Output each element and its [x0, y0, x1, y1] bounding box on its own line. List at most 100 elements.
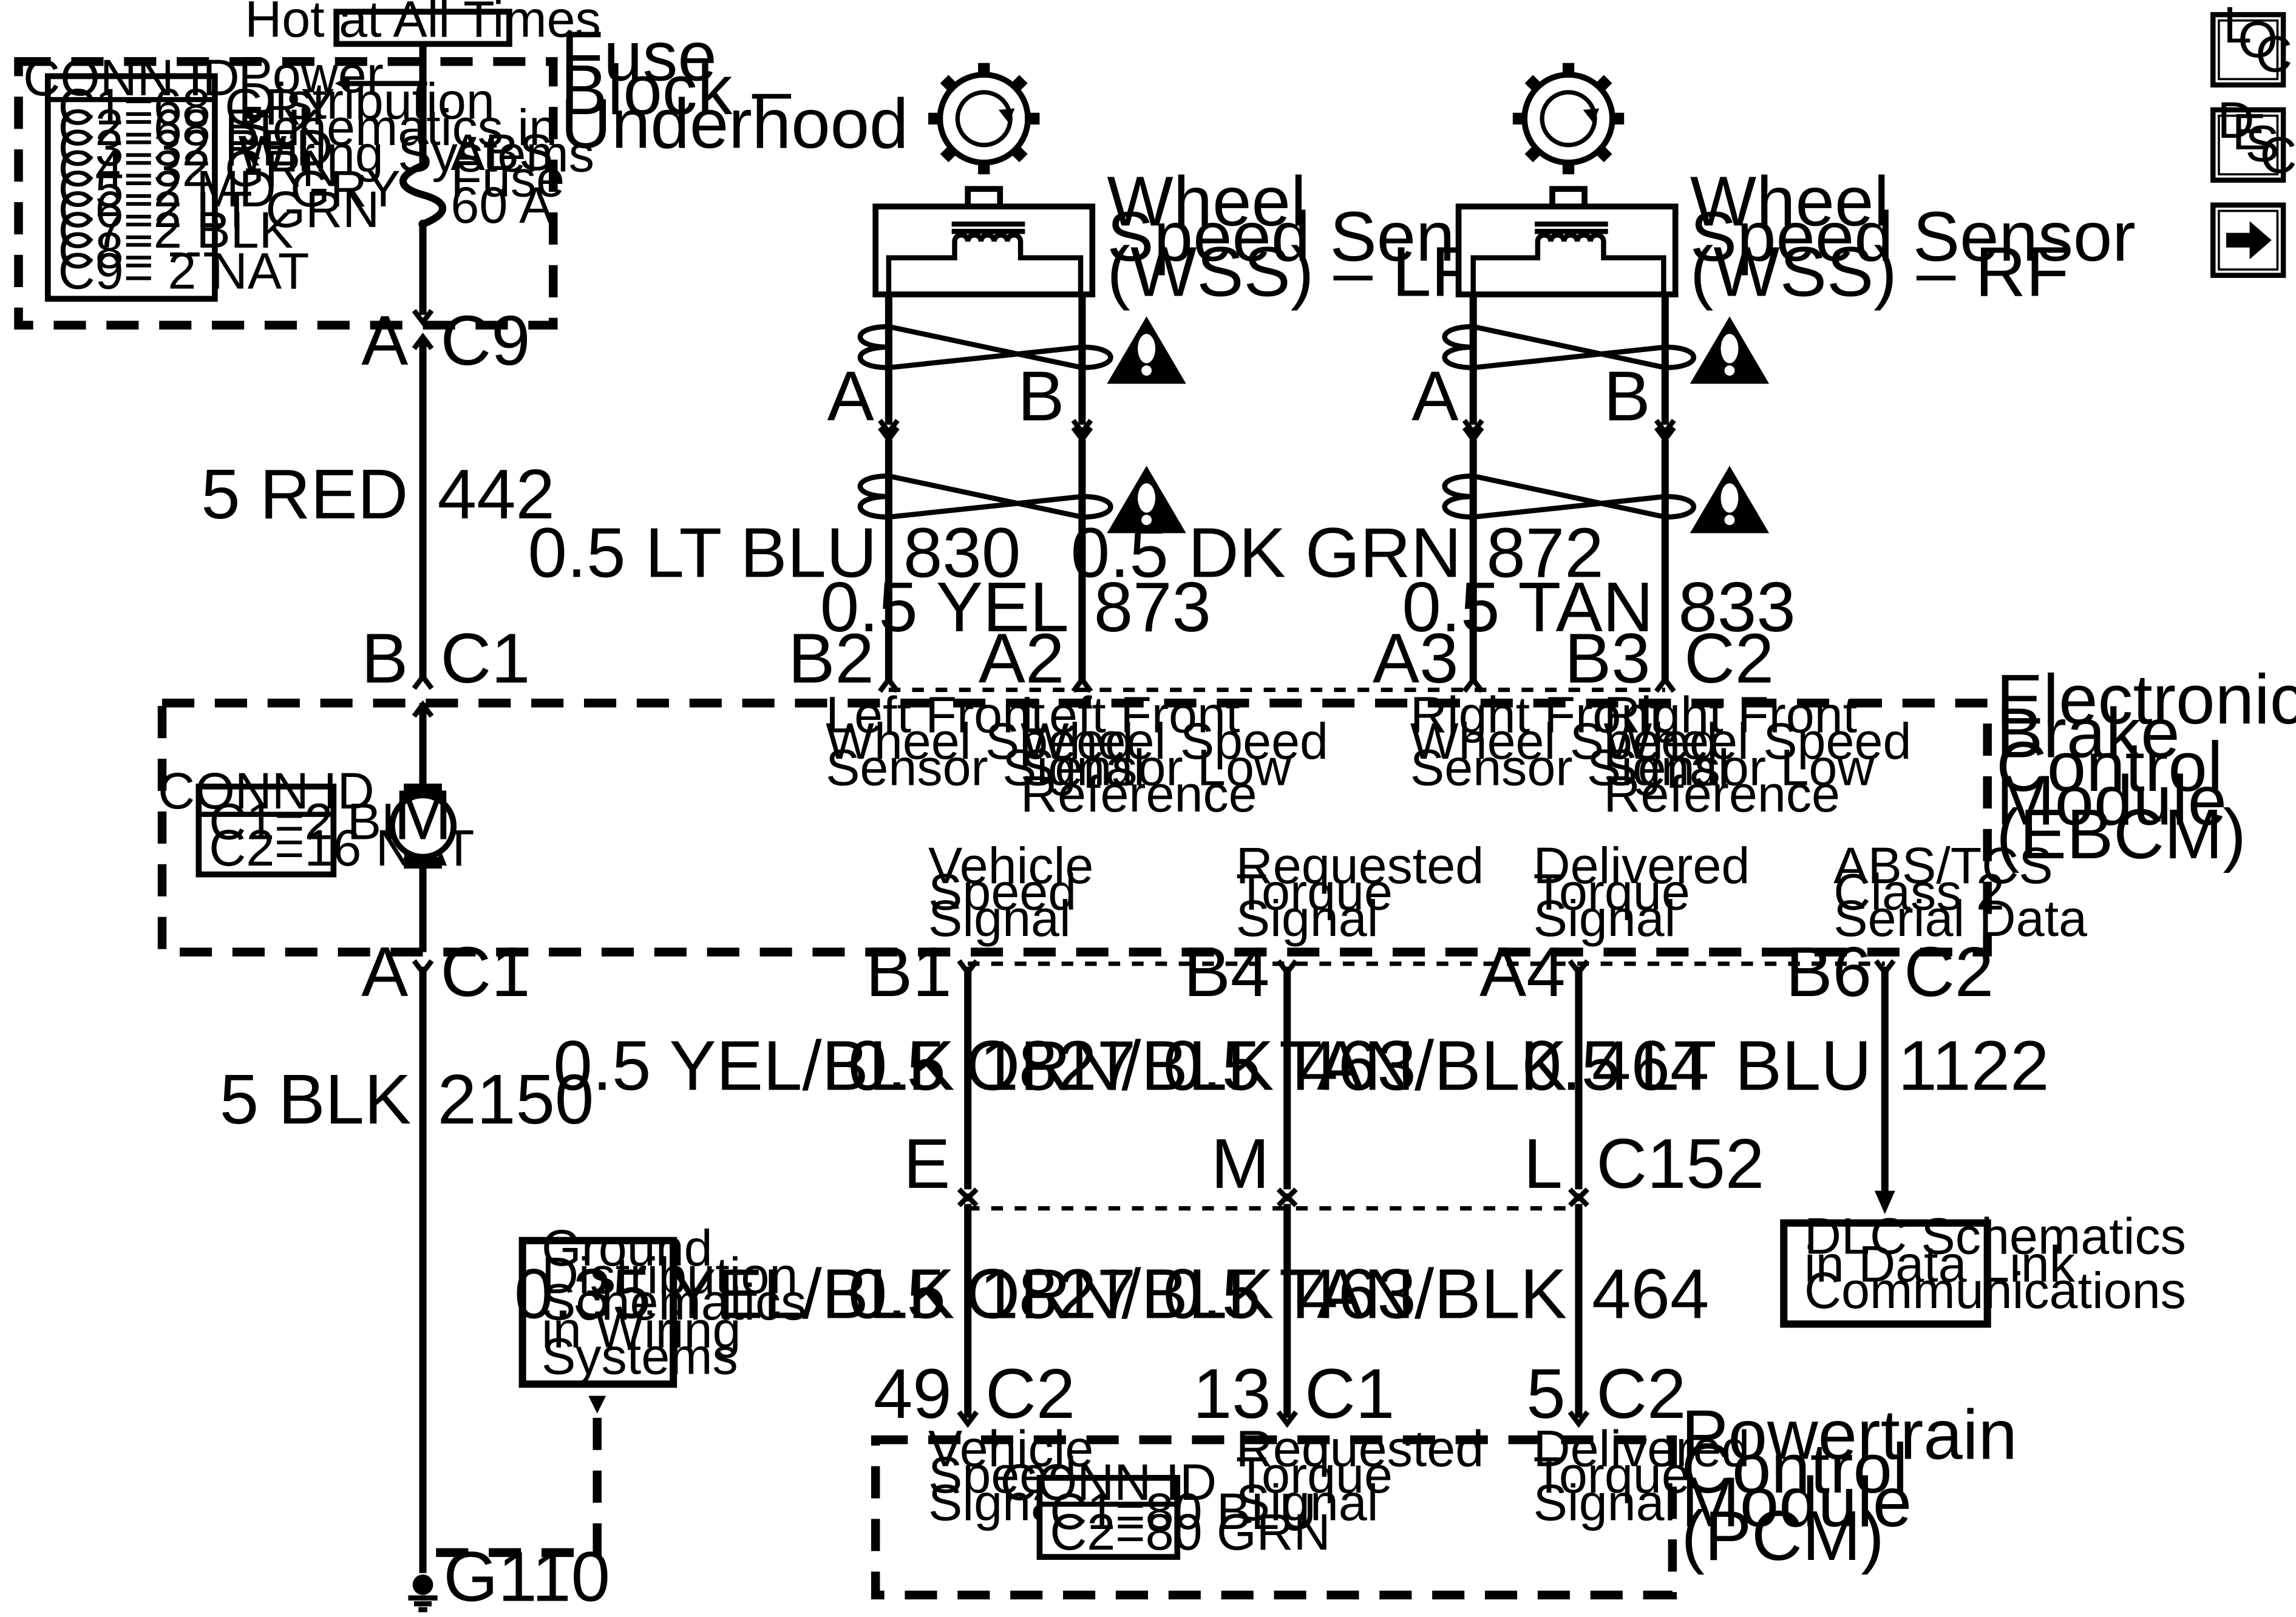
wss-rf-title-2: Speed Sensor: [1690, 197, 2136, 276]
ebcm-title-5: (EBCM): [1996, 795, 2246, 873]
pcm-vss-label: Vehicle: [928, 1420, 1093, 1477]
wheel-speed-sensor-lf: Wheel Speed Sensor (WSS) – LF: [872, 63, 1552, 311]
arrow-left-icon: [335, 76, 350, 91]
lf-low-wire-circuit: 873: [1094, 568, 1211, 646]
vss-wire-circuit: 1827: [980, 1026, 1136, 1105]
ground-label: G110: [443, 1537, 610, 1616]
conn-id-header: CONN ID: [23, 49, 240, 106]
power-distribution-ref: Power: [239, 46, 384, 103]
pcm-del-label: Torque: [1533, 1446, 1690, 1503]
lf-signal-label: Wheel Speed: [826, 713, 1133, 770]
pcm-del-label: Signal: [1533, 1474, 1676, 1531]
warning-icon: [1690, 466, 1770, 534]
ebcm-bottom-conn: C2: [1904, 932, 1994, 1011]
conn-id-header: CONN ID: [1000, 1454, 1217, 1511]
del-wire-circuit: 464: [1592, 1026, 1709, 1105]
conn-id-line: C1=80 BLU: [1050, 1483, 1316, 1540]
req-torque-label: Requested: [1236, 837, 1484, 894]
lf-low-label: Wheel Speed: [1021, 713, 1328, 770]
rf-signal-pin: A3: [1373, 619, 1459, 697]
ground-distribution-ref: Ground Distribution Schematics in Wiring…: [436, 1219, 806, 1573]
desc-letter: D: [2218, 92, 2255, 149]
lf-signal-pin: B2: [788, 619, 874, 697]
rf-signal-label: Sensor Signal: [1410, 739, 1730, 796]
dlc-line: in Data Link: [1804, 1235, 2076, 1292]
warning-icon: [1690, 316, 1770, 384]
rf-low-label: Right Front: [1603, 686, 1857, 744]
lf-low-label: Reference: [1021, 765, 1257, 822]
ebcm-connector-c2-bottom: B1 B4 A4 B6 C2: [866, 932, 1994, 1011]
rf-low-wire-circuit: 833: [1679, 568, 1796, 646]
ebcm-connector-c2-top: B2 A2 A3 B3 C2: [788, 619, 1774, 697]
fuse-block-conn-id: CONN ID C1=68 GRY C2=68 BLK C3=32 RED C4…: [23, 49, 401, 302]
req-torque-pin: B4: [1184, 932, 1270, 1011]
rf-signal-wire-circuit: 872: [1486, 514, 1603, 592]
rf-low-label: Wheel Speed: [1603, 713, 1911, 770]
pcm-title-4: (PCM): [1681, 1496, 1884, 1575]
del2-wire-circuit: 464: [1592, 1255, 1709, 1334]
arrow-right-icon: [2226, 221, 2272, 260]
vss-pin: B1: [866, 932, 952, 1011]
loc-letter: L: [2223, 0, 2252, 53]
ebcm-title-3: Control: [1996, 727, 2223, 806]
del-torque-label: Torque: [1533, 864, 1690, 921]
rf-low-pin: B3: [1564, 619, 1651, 697]
serial-wire-gauge: 0.5 LT BLU: [1523, 1026, 1872, 1105]
vss-label: Vehicle: [928, 837, 1093, 894]
wheel-speed-sensor-rf: Wheel Speed Sensor (WSS) – RF: [1455, 63, 2136, 311]
conn-id-line: C9= 2 NAT: [58, 242, 310, 299]
ebcm-module: Electronic Brake Control Module (EBCM) C…: [157, 660, 2296, 957]
twisted-pair-icon: [857, 324, 1113, 370]
pcm-req-pin: 13: [1193, 1354, 1271, 1433]
wss-lf-terminal-b: B: [1017, 357, 1064, 436]
serial-data-label: ABS/TCS: [1833, 837, 2053, 894]
lf-signal-wire-gauge: 0.5 LT BLU: [528, 514, 877, 592]
vss2-wire-gauge: 0.35 YEL/BLK: [514, 1255, 954, 1334]
req-wire-gauge: 0.5 ORN/BLK: [848, 1026, 1274, 1105]
pcm-vss-pin: 49: [874, 1354, 952, 1433]
dlc-schematics-ref: DLC Schematics in Data Link Communicatio…: [1780, 1208, 2186, 1328]
description-button[interactable]: D E S C: [2210, 92, 2296, 184]
ground-dist-line: Ground: [542, 1219, 713, 1276]
del-torque-label: Signal: [1533, 890, 1676, 947]
pcm-title-2: Control: [1681, 1429, 1907, 1508]
location-button[interactable]: L O C: [2210, 0, 2292, 88]
ebcm-power-pin: B: [361, 619, 408, 697]
vss-wire-gauge: 0.5 YEL/BLK: [553, 1026, 954, 1105]
dlc-line: Communications: [1804, 1262, 2186, 1319]
rf-sensor-wires: A B 0.5 DK GRN 872 0.5 TAN 833: [1071, 294, 1796, 683]
fuse-block-title-1: Fuse: [560, 17, 716, 96]
pcm-conn-id: CONN ID C1=80 BLU C2=80 GRN: [1000, 1454, 1331, 1561]
req-wire-circuit: 463: [1299, 1026, 1416, 1105]
conn-id-line: C7=2 BLK: [58, 202, 293, 259]
pcm-req-label: Torque: [1236, 1446, 1393, 1503]
wss-rf-terminal-b: B: [1603, 357, 1650, 436]
wss-lf-title-3: (WSS) – LF: [1107, 232, 1474, 311]
next-button[interactable]: [2210, 202, 2286, 278]
twisted-pair-icon: [1442, 473, 1696, 520]
serial-data-pin: B6: [1785, 932, 1872, 1011]
rf-low-label: Sensor Low: [1603, 739, 1875, 796]
req-torque-label: Signal: [1236, 890, 1379, 947]
fuse-block-underhood: Fuse Block – Underhood Hot at All Times …: [14, 0, 908, 330]
lf-signal-wire-circuit: 830: [903, 514, 1021, 592]
supply-wire-442: A C9 5 RED 442 B C1: [201, 44, 555, 697]
twisted-pair-icon: [1442, 324, 1696, 370]
pcm-req-label: Signal: [1236, 1474, 1379, 1531]
lf-sensor-wires: A B 0.5 LT BLU 830 0.5 YEL 873: [528, 294, 1211, 683]
lf-low-label: Left Front: [1021, 686, 1240, 744]
conn-id-line: C2=68 BLK: [58, 99, 322, 156]
del-torque-pin: A4: [1479, 932, 1566, 1011]
desc-letter: C: [2260, 127, 2296, 184]
ebcm-ground-conn: C1: [441, 932, 531, 1011]
pcm-req-label: Requested: [1236, 1420, 1484, 1477]
wss-lf-terminal-a: A: [827, 357, 875, 436]
fuse-block-title-2: Block –: [560, 50, 791, 129]
ground-wire-2150: A C1 5 BLK 2150 G110: [220, 932, 610, 1616]
arrow-down-icon: [588, 1395, 606, 1414]
lf-low-wire-gauge: 0.5 YEL: [820, 568, 1069, 646]
abs-fuse-label: 60 A: [450, 177, 554, 234]
conn-id-line: C1=68 GRY: [58, 78, 335, 135]
ground-wire-gauge: 5 BLK: [220, 1060, 412, 1139]
